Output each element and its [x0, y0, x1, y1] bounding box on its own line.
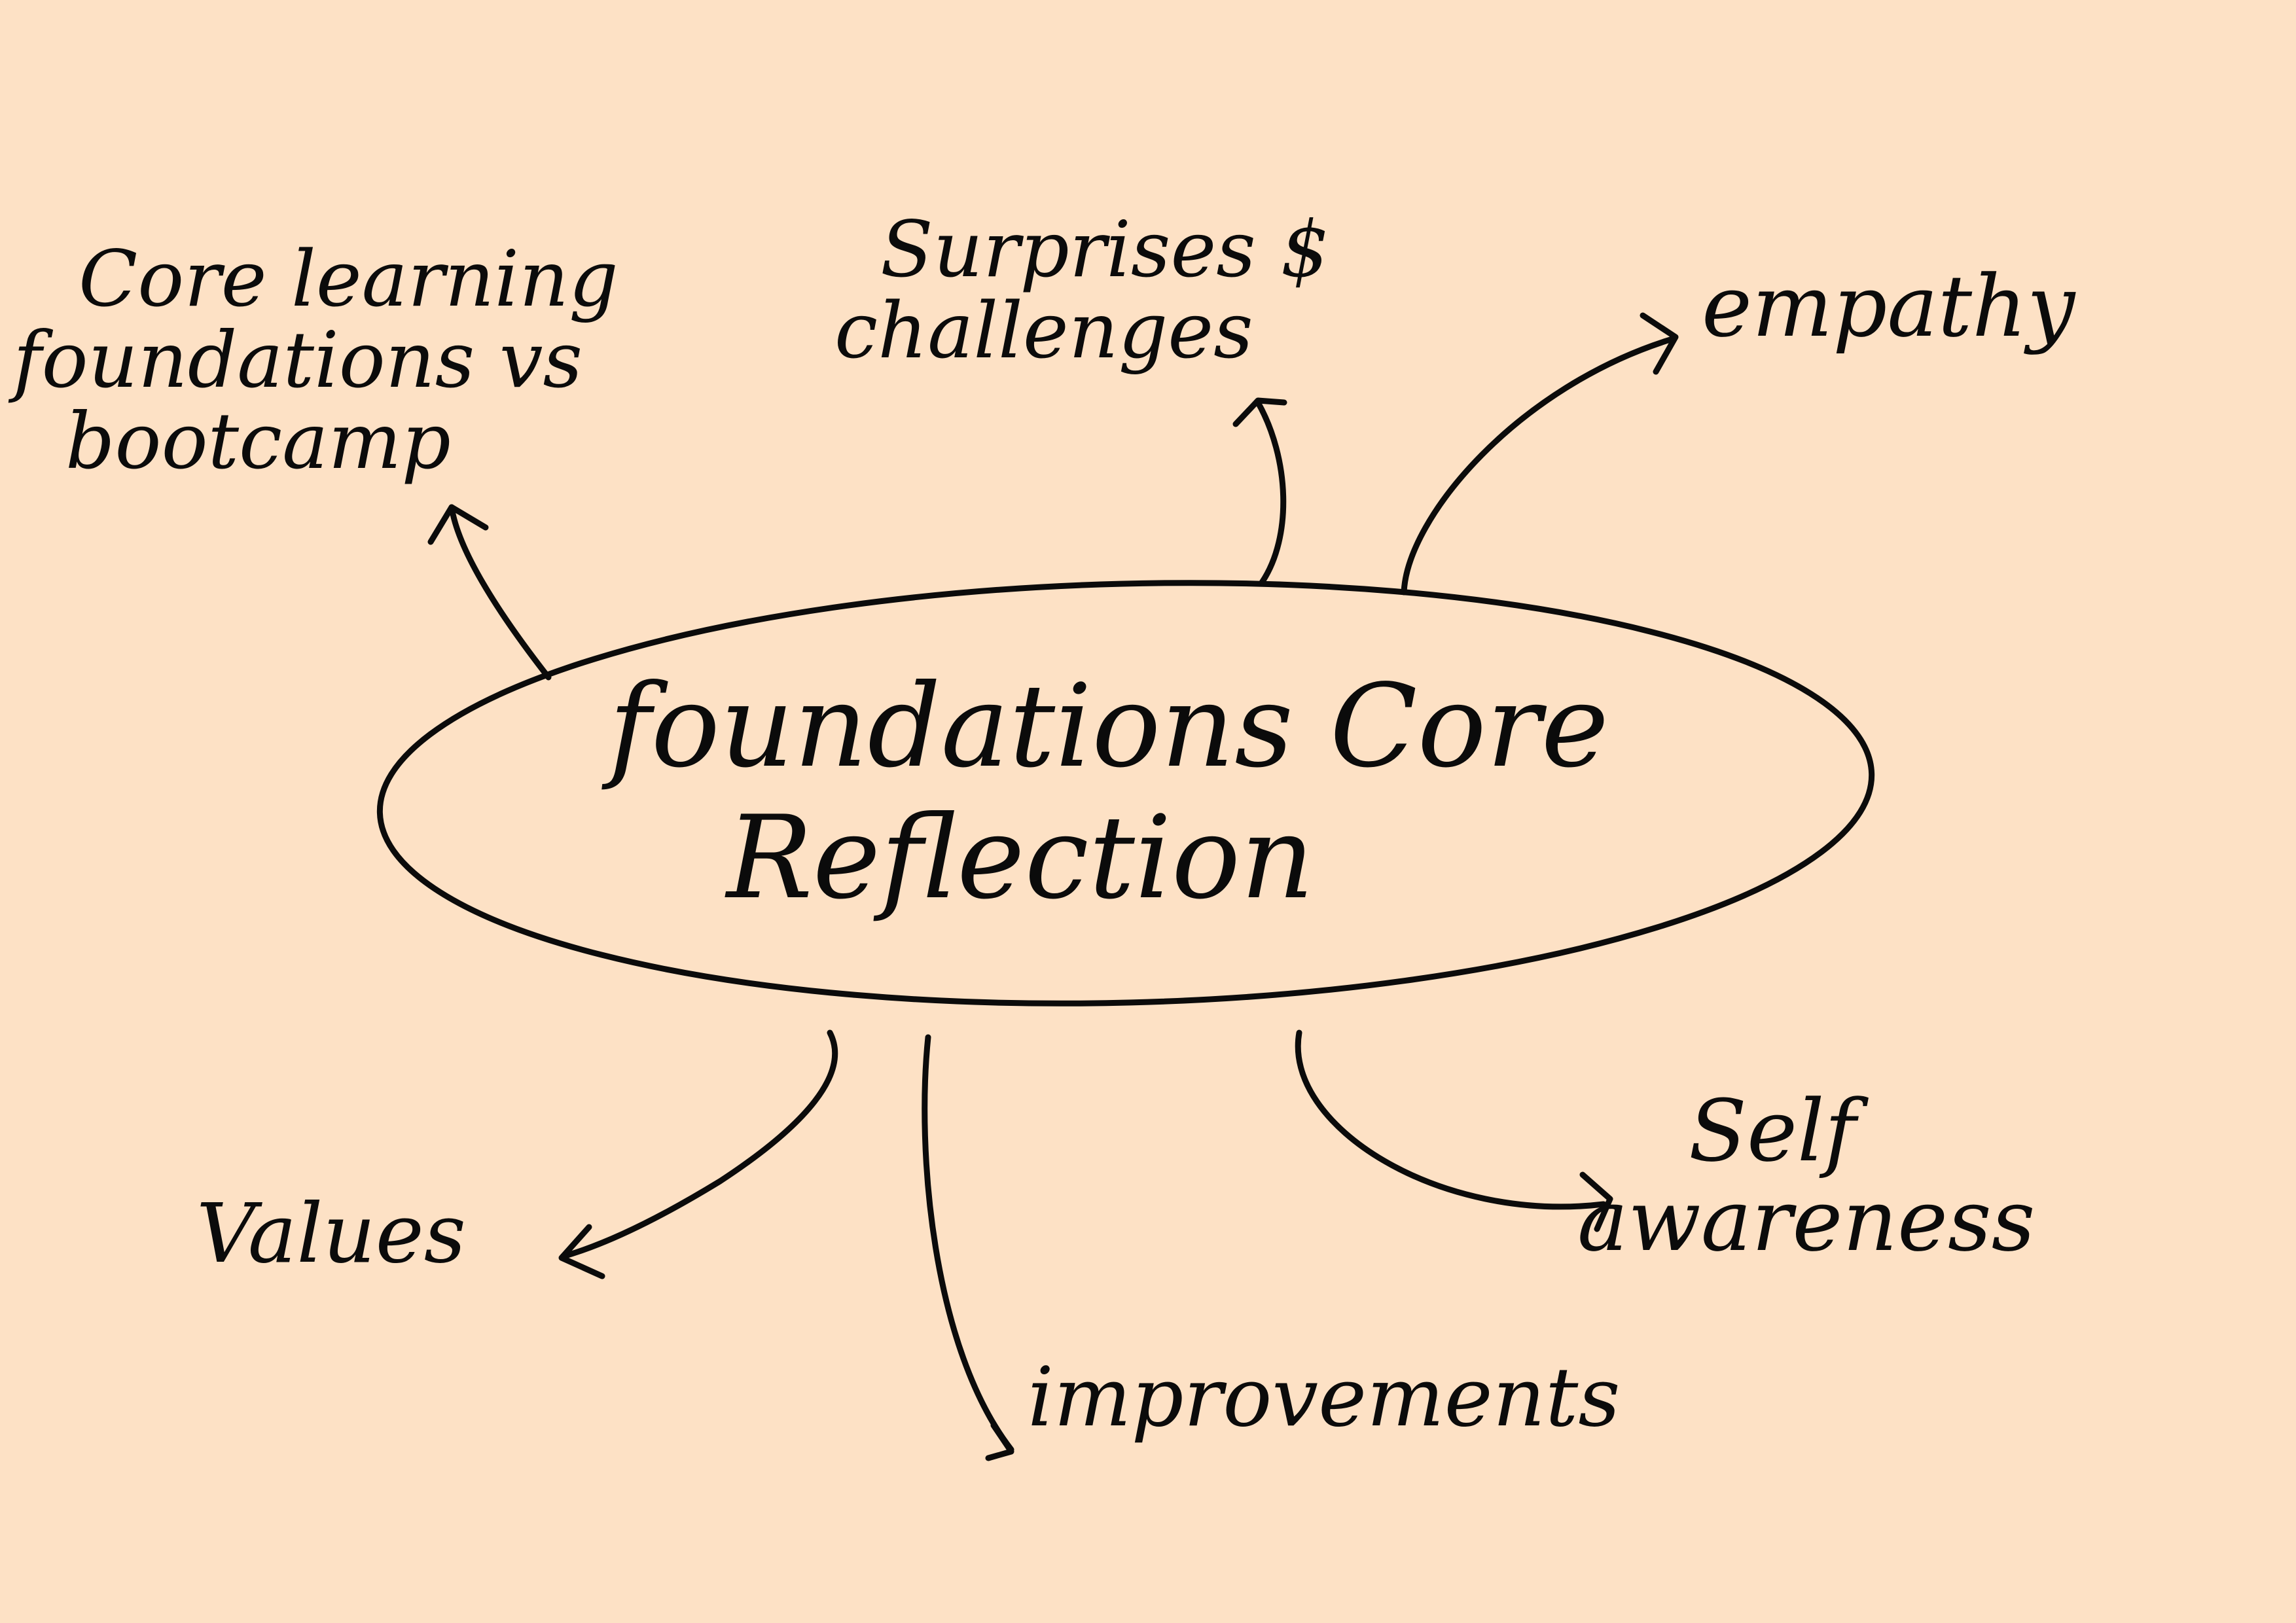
node-surprises-line-2: challenges	[834, 285, 1253, 376]
node-self-awareness-line-2: awareness	[1577, 1170, 2036, 1270]
node-surprises: Surprises $ challenges	[834, 209, 1329, 372]
arrow-to-core-learning	[448, 504, 552, 681]
node-core-learning-line-1: Core learning	[79, 234, 619, 324]
node-improvements: improvements	[1028, 1350, 1621, 1445]
center-title-line-1: foundations Core	[609, 660, 1609, 793]
node-empathy-line-1: empathy	[1702, 257, 2075, 356]
node-self-awareness: Self awareness	[1577, 1086, 2035, 1265]
arrowhead-improvements	[985, 1422, 1014, 1461]
node-self-awareness-line-1: Self	[1689, 1081, 1856, 1181]
arrow-to-empathy	[1401, 336, 1676, 596]
node-surprises-line-1: Surprises $	[880, 204, 1330, 294]
arrowhead-self-awareness	[1579, 1171, 1613, 1232]
node-values-line-1: Values	[196, 1186, 466, 1281]
center-title: foundations Core Reflection	[609, 661, 1609, 925]
arrowhead-values	[558, 1224, 605, 1279]
arrowhead-surprises	[1232, 397, 1287, 427]
arrowhead-empathy	[1640, 312, 1679, 375]
node-core-learning-line-2: foundations vs	[13, 314, 583, 405]
arrow-to-improvements	[922, 1034, 1014, 1453]
arrow-to-self-awareness	[1295, 1029, 1607, 1210]
arrow-to-surprises	[1255, 399, 1287, 586]
center-title-line-2: Reflection	[726, 792, 1314, 925]
arrowhead-core-learning	[427, 504, 489, 545]
node-core-learning: Core learning foundations vs bootcamp	[13, 234, 619, 486]
node-empathy: empathy	[1702, 262, 2075, 351]
node-core-learning-line-3: bootcamp	[65, 395, 451, 486]
central-oval	[376, 580, 1875, 1007]
node-values: Values	[196, 1191, 466, 1277]
arrow-to-values	[560, 1029, 838, 1260]
node-improvements-line-1: improvements	[1028, 1350, 1621, 1445]
